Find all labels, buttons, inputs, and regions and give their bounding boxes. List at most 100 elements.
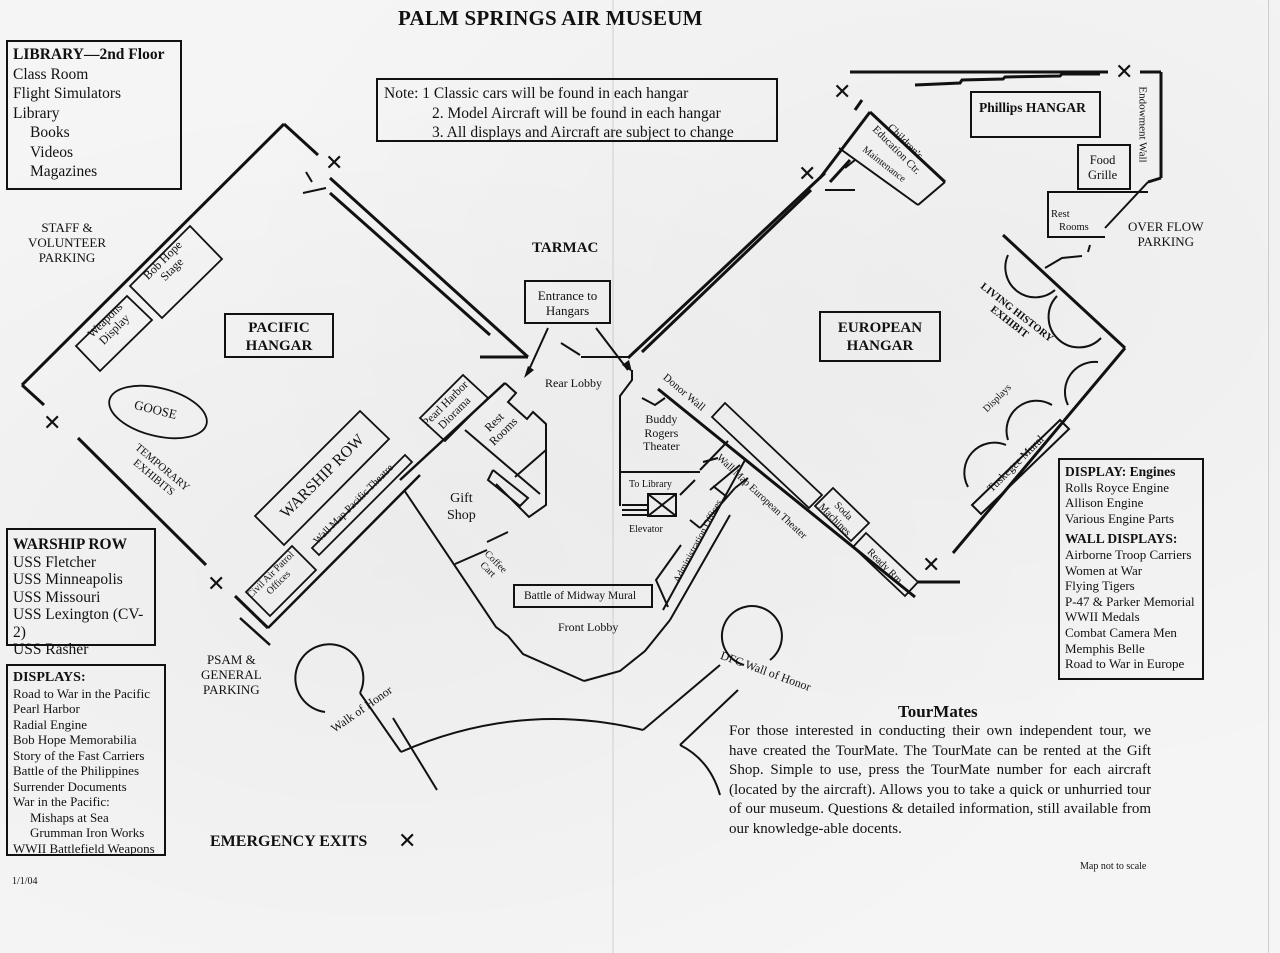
displays-box: DISPLAYS: Road to War in the Pacific Pea… [6,664,166,856]
label-line: Rooms [1059,222,1089,233]
paper-edge [1268,0,1269,953]
soda-machines-outline [813,486,871,543]
display-item: Radial Engine [13,716,88,732]
label-line: Rest [1051,209,1070,220]
wall-map-european-outline [710,401,824,510]
warship-heading: WARSHIP ROW [13,536,128,553]
tourmates-body: For those interested in conducting their… [729,723,1151,837]
library-item: Flight Simulators [13,85,122,102]
display-item: Pearl Harbor [13,701,80,716]
food-grille-label: Food Grille [1088,153,1117,183]
food-grille-outline [1077,144,1131,190]
label-line: Entrance to [537,288,598,303]
front-lobby-label: Front Lobby [558,620,619,634]
wall-displays-heading: WALL DISPLAYS: [1065,531,1178,547]
display-item: Battle of the Philippines [13,763,140,778]
to-library-label: To Library [629,479,672,490]
display-item: WWII Battlefield Weapons [13,840,155,856]
bob-hope-stage-outline [74,224,224,373]
label-line: PARKING [203,682,260,697]
display-item: War in the Pacific: [13,794,110,809]
engine-item: Allison Engine [1065,495,1144,511]
label-line: Gift [450,491,473,506]
overflow-parking-label: OVER FLOW PARKING [1128,219,1203,249]
rest-rooms-right-label: Rest Rooms [1051,208,1089,234]
label-line: Buddy [645,412,678,426]
displays-heading: DISPLAYS: [13,670,86,685]
emergency-exit-icon: ✕ [922,553,941,578]
phillips-hangar-label: Phillips HANGAR [979,100,1086,115]
pacific-hangar-label: PACIFIC HANGAR [224,313,334,358]
emergency-exit-legend-icon: ✕ [398,829,417,854]
display-item: Story of the Fast Carriers [13,747,145,763]
page-title: PALM SPRINGS AIR MUSEUM [398,6,703,30]
label-line: Food [1089,153,1116,167]
warship-item: USS Missouri [13,588,101,606]
emergency-exit-icon: ✕ [1115,60,1134,85]
tuskegee-outline [970,418,1071,516]
emergency-exits-legend: EMERGENCY EXITS [210,833,368,850]
buddy-rogers-theater-label: Buddy Rogers Theater [643,412,680,454]
label-line: HANGAR [846,338,914,354]
display-sub-item: Grumman Iron Works [30,825,145,840]
lobby-walls [403,459,746,682]
label-line: Theater [643,439,680,453]
goose-outline [108,384,208,440]
wall-display-item: Memphis Belle [1065,640,1145,656]
emergency-exit-icon: ✕ [325,151,344,176]
rest-rooms-outline [464,382,547,519]
staff-parking-label: STAFF & VOLUNTEER PARKING [28,220,106,265]
label-line: GENERAL [201,667,262,682]
wall-display-item: Flying Tigers [1065,578,1135,594]
label-line: EUROPEAN [837,320,923,336]
wall-display-item: Airborne Troop Carriers [1065,546,1192,562]
label-line: Grille [1088,168,1118,182]
wall-display-item: Combat Camera Men [1065,624,1177,640]
tourmates-title: TourMates [898,702,978,721]
living-history-exhibit-outline [963,254,1102,516]
label-line: PACIFIC [248,320,310,336]
wall-display-item: P-47 & Parker Memorial [1065,593,1195,609]
warship-item: USS Fletcher [13,553,97,571]
label-line: STAFF & [41,220,93,235]
label-line: HANGAR [245,338,313,354]
label-line: Hangars [545,303,590,318]
wall-display-item: Women at War [1065,562,1143,578]
label-line: OVER FLOW [1128,219,1204,234]
warship-row-box: WARSHIP ROW USS Fletcher USS Minneapolis… [6,528,156,658]
battle-midway-label: Battle of Midway Mural [524,590,637,602]
note-line: 3. All displays and Aircraft are subject… [432,124,734,141]
paper-fold [612,0,614,953]
wall-display-item: WWII Medals [1065,609,1140,625]
psam-parking-label: PSAM & GENERAL PARKING [201,652,262,697]
dfc-circle [720,605,783,666]
elevator-label: Elevator [629,524,663,535]
library-heading: LIBRARY—2nd Floor [13,46,165,63]
walk-of-honor-circle [294,643,365,713]
warship-item: USS Minneapolis [13,571,123,588]
emergency-exit-icon: ✕ [833,80,852,105]
warship-row-outline [239,409,421,646]
engines-heading: DISPLAY: Engines [1065,464,1176,479]
display-item: Road to War in the Pacific [13,685,150,701]
emergency-exit-icon: ✕ [43,411,62,436]
entrance-to-hangars-box: Entrance to Hangars [524,280,611,324]
library-info-box: LIBRARY—2nd Floor Class Room Flight Simu… [6,40,182,190]
library-sub-item: Videos [30,143,73,161]
scale-note: Map not to scale [1080,861,1147,872]
label-line: VOLUNTEER [28,235,106,250]
label-line: PARKING [1137,234,1195,249]
engines-wall-displays-box: DISPLAY: Engines Rolls Royce Engine Alli… [1058,458,1204,680]
warship-item: USS Rasher [13,641,89,658]
note-box: Note: 1 Classic cars will be found in ea… [376,78,778,142]
library-sub-item: Magazines [30,163,98,180]
gift-shop-label: Gift Shop [447,490,476,524]
warship-item: USS Lexington (CV-2) [13,606,144,641]
display-item: Bob Hope Memorabilia [13,732,137,747]
note-line: 2. Model Aircraft will be found in each … [432,104,721,122]
tarmac-label: TARMAC [532,240,599,256]
wall-display-item: Road to War in Europe [1065,656,1185,672]
engine-item: Rolls Royce Engine [1065,479,1169,495]
